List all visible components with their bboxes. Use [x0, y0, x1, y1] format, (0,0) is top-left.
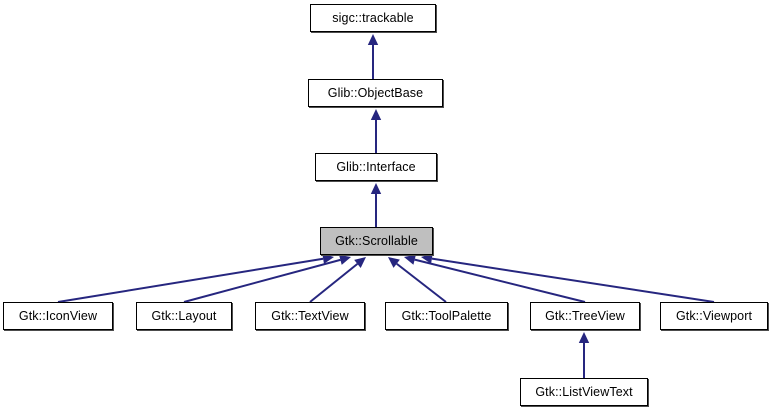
class-node-label: sigc::trackable [332, 10, 414, 25]
arrowhead-icon [578, 332, 590, 343]
class-node-label: Gtk::Viewport [675, 308, 753, 323]
class-node-gtk-treeview[interactable]: Gtk::TreeView [530, 302, 640, 330]
arrowhead-icon [354, 257, 366, 268]
arrowhead-icon [421, 253, 433, 264]
arrowhead-icon [370, 183, 382, 194]
inheritance-edge [370, 183, 382, 227]
class-node-gtk-iconview[interactable]: Gtk::IconView [3, 302, 113, 330]
inheritance-edge [578, 332, 590, 378]
class-node-label: Gtk::Layout [151, 308, 217, 323]
class-node-label: Glib::Interface [336, 159, 416, 174]
class-node-label: Gtk::TreeView [545, 308, 625, 323]
arrowhead-icon [404, 254, 416, 265]
class-node-glib-interface[interactable]: Glib::Interface [315, 153, 437, 181]
inheritance-edge [388, 257, 447, 303]
inheritance-edge [183, 254, 351, 303]
inheritance-edge [370, 109, 382, 153]
class-node-glib-objectbase[interactable]: Glib::ObjectBase [308, 79, 443, 107]
arrowhead-icon [322, 253, 334, 264]
class-node-gtk-layout[interactable]: Gtk::Layout [136, 302, 232, 330]
inheritance-edge [404, 254, 586, 303]
class-node-gtk-scrollable[interactable]: Gtk::Scrollable [320, 227, 433, 255]
arrowhead-icon [339, 254, 351, 265]
class-node-gtk-viewport[interactable]: Gtk::Viewport [660, 302, 768, 330]
arrowhead-icon [367, 34, 379, 45]
arrowhead-icon [370, 109, 382, 120]
inheritance-edge [421, 253, 715, 303]
arrowhead-icon [388, 257, 400, 268]
class-node-gtk-toolpalette[interactable]: Gtk::ToolPalette [385, 302, 508, 330]
class-node-gtk-textview[interactable]: Gtk::TextView [255, 302, 365, 330]
class-node-label: Gtk::ListViewText [535, 384, 633, 399]
class-node-gtk-listviewtext[interactable]: Gtk::ListViewText [520, 378, 648, 406]
class-node-label: Gtk::Scrollable [335, 233, 418, 248]
inheritance-edge [309, 257, 366, 303]
class-node-label: Gtk::ToolPalette [401, 308, 492, 323]
class-node-sigc-trackable[interactable]: sigc::trackable [310, 4, 436, 32]
class-node-label: Gtk::IconView [18, 308, 98, 323]
class-node-label: Gtk::TextView [271, 308, 349, 323]
inheritance-edge [57, 253, 334, 303]
class-node-label: Glib::ObjectBase [327, 85, 424, 100]
inheritance-edge [367, 34, 379, 79]
